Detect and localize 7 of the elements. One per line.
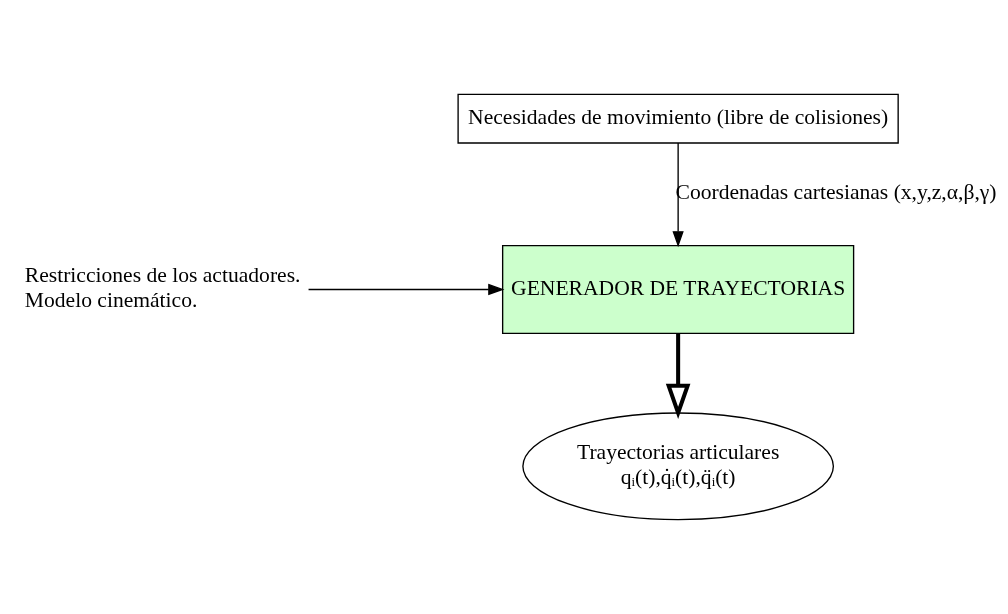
arrow xyxy=(307,283,505,296)
node-text: Restricciones de los actuadores. Modelo cinemático. xyxy=(24,263,301,312)
arrow xyxy=(665,333,691,419)
node-box: Necesidades de movimiento (libre de colisiones) xyxy=(457,93,899,144)
arrow xyxy=(672,142,684,248)
node-ellipse: Trayectorias articulares qᵢ(t),q̇ᵢ(t),q̈ᵢ(t) xyxy=(522,412,835,521)
node-box: GENERADOR DE TRAYECTORIAS xyxy=(501,244,855,334)
